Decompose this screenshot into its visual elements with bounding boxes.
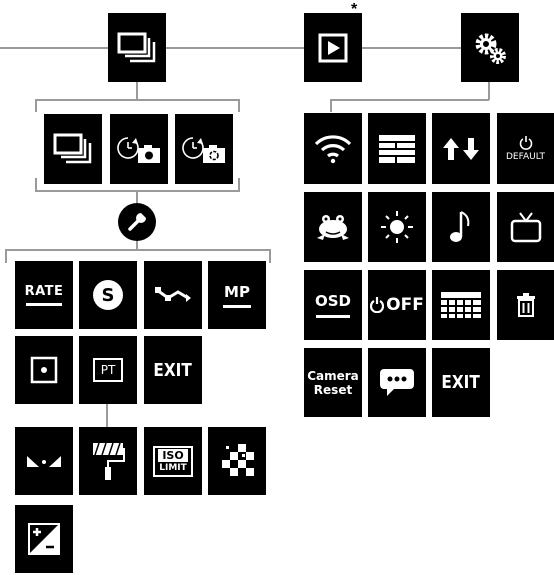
- interval-path-icon: [155, 287, 191, 302]
- megapixel-label: MP: [224, 282, 250, 301]
- date-time-tile[interactable]: [432, 270, 490, 340]
- osd-label: OSD: [314, 292, 351, 310]
- wrench-icon: [128, 213, 146, 231]
- video-out-tile[interactable]: [497, 192, 554, 262]
- frog-beep-icon: [317, 215, 349, 240]
- rate-label: RATE: [24, 284, 64, 299]
- video-format-icon: [379, 134, 415, 163]
- off-label: OFF: [386, 295, 424, 315]
- interval-tile[interactable]: [144, 261, 202, 329]
- video-format-tile[interactable]: [368, 113, 426, 184]
- iso-limit-tile[interactable]: ISO LIMIT: [144, 427, 202, 495]
- orientation-tile[interactable]: [432, 113, 490, 184]
- camera-reset-line1: Camera: [307, 368, 359, 383]
- wireless-tile[interactable]: [304, 113, 362, 184]
- burst-mode-tile[interactable]: [108, 13, 166, 82]
- exposure-compensation-icon: [28, 523, 60, 555]
- capture-exit-tile[interactable]: EXIT: [144, 336, 202, 404]
- spot-meter-icon: [30, 356, 58, 384]
- music-note-icon: [450, 211, 470, 242]
- delete-tile[interactable]: [497, 270, 554, 340]
- power-off-icon: [370, 297, 385, 313]
- sound-tile[interactable]: [432, 192, 490, 262]
- settings-tile[interactable]: [461, 13, 519, 82]
- exposure-comp-tile[interactable]: [15, 505, 73, 573]
- protune-badge: PT: [92, 358, 124, 382]
- default-tile[interactable]: DEFAULT: [497, 113, 554, 184]
- led-brightness-icon: [381, 211, 413, 243]
- trash-icon: [516, 293, 535, 317]
- limit-label: LIMIT: [159, 462, 187, 473]
- orientation-icon: [443, 137, 479, 160]
- grid-icon: [441, 292, 481, 318]
- setup-exit-tile[interactable]: EXIT: [432, 348, 490, 417]
- message-bubble-icon: [380, 368, 414, 396]
- capture-exit-label: EXIT: [153, 359, 193, 381]
- shutter-label: S: [101, 284, 115, 306]
- camera-reset-line2: Reset: [313, 382, 353, 397]
- beeps-tile[interactable]: [304, 192, 362, 262]
- iso-label: ISO: [158, 448, 188, 462]
- rate-tile[interactable]: RATE: [15, 261, 73, 329]
- messages-tile[interactable]: [368, 348, 426, 417]
- default-label: DEFAULT: [506, 151, 545, 162]
- playback-note-marker: *: [351, 1, 358, 18]
- self-timer-tile[interactable]: [175, 114, 233, 184]
- power-default-icon: [519, 135, 532, 150]
- osd-underline: [316, 315, 350, 318]
- self-timer-photo-icon: [182, 137, 225, 163]
- time-lapse-tile[interactable]: [110, 114, 168, 184]
- paint-roller-icon: [93, 442, 125, 480]
- burst-mode-icon: [117, 32, 156, 62]
- burst-mode-icon: [53, 133, 92, 164]
- megapixel-underline: [223, 304, 251, 308]
- white-balance-icon: [27, 456, 61, 467]
- osd-tile[interactable]: OSD: [304, 270, 362, 340]
- capture-settings-node[interactable]: [118, 203, 156, 241]
- sharpness-tile[interactable]: [208, 427, 266, 495]
- sharpness-icon: [222, 444, 254, 476]
- power-off-tile[interactable]: OFF: [368, 270, 426, 340]
- setup-exit-label: EXIT: [441, 372, 481, 393]
- settings-gears-icon: [475, 33, 506, 64]
- tv-output-icon: [510, 212, 541, 243]
- rate-underline: [26, 303, 62, 306]
- playback-tile[interactable]: [304, 13, 362, 82]
- wifi-icon: [314, 134, 352, 163]
- led-tile[interactable]: [368, 192, 426, 262]
- color-tile[interactable]: [79, 427, 137, 495]
- protune-tile[interactable]: PT: [79, 336, 137, 404]
- shutter-tile[interactable]: S: [79, 261, 137, 329]
- megapixel-tile[interactable]: MP: [208, 261, 266, 329]
- white-balance-tile[interactable]: [15, 427, 73, 495]
- camera-reset-tile[interactable]: Camera Reset: [304, 348, 362, 417]
- playback-icon: [318, 33, 348, 62]
- burst-submode-tile[interactable]: [44, 114, 102, 184]
- spot-meter-tile[interactable]: [15, 336, 73, 404]
- shutter-badge: S: [93, 280, 123, 310]
- protune-label: PT: [100, 363, 116, 377]
- time-lapse-photo-icon: [117, 137, 160, 163]
- iso-limit-badge: ISO LIMIT: [153, 445, 193, 477]
